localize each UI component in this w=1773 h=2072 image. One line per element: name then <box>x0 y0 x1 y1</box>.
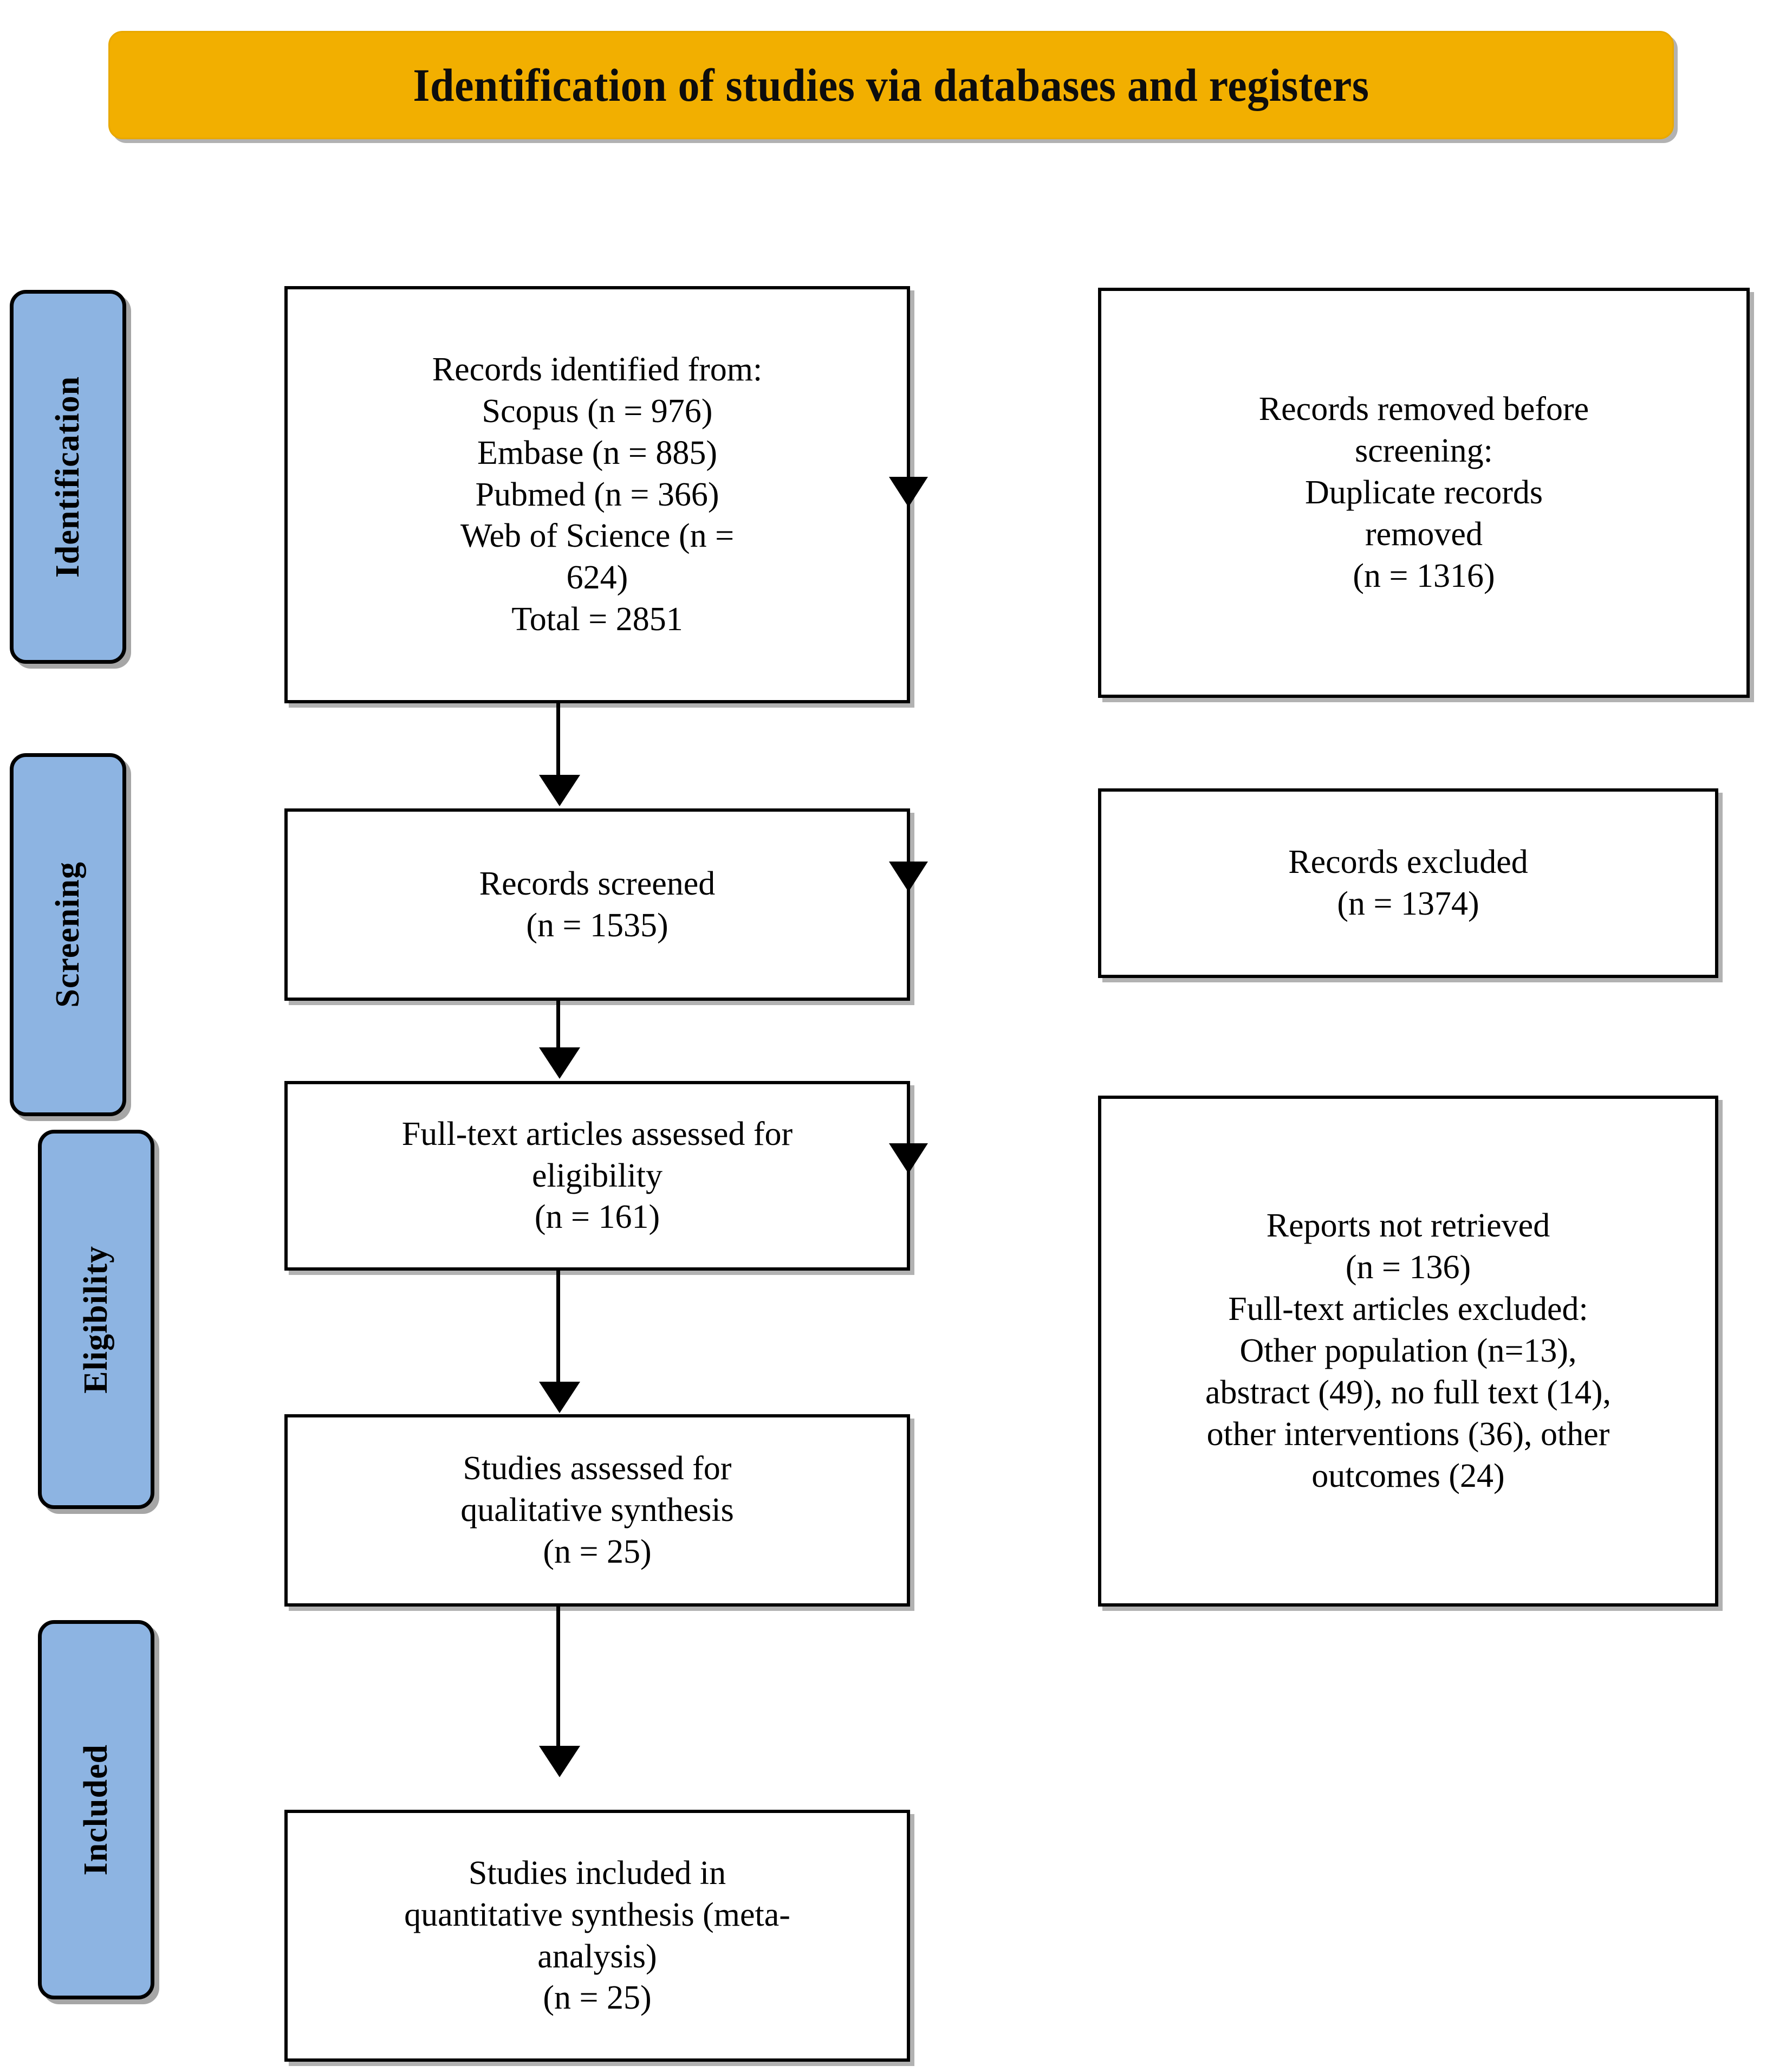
box-fulltext-assessed: Full-text articles assessed for eligibil… <box>284 1081 910 1271</box>
stage-label-screening: Screening <box>49 862 86 1008</box>
connector-screened-fulltext-line <box>556 1001 560 1050</box>
box-qualitative-synthesis: Studies assessed for qualitative synthes… <box>284 1414 910 1607</box>
box-records-excluded-text: Records excluded (n = 1374) <box>1288 844 1528 922</box>
box-quantitative-synthesis: Studies included in quantitative synthes… <box>284 1810 910 2062</box>
box-records-screened-text: Records screened (n = 1535) <box>479 865 716 944</box>
diagram-header-banner: Identification of studies via databases … <box>108 31 1674 139</box>
arrow-screened-to-excluded <box>889 862 928 892</box>
arrow-fulltext-to-notretrieved <box>889 1143 928 1174</box>
box-records-removed-text: Records removed before screening: Duplic… <box>1258 391 1589 594</box>
stage-label-included: Included <box>77 1744 114 1876</box>
connector-fulltext-qualitative-line <box>556 1271 560 1383</box>
box-records-identified: Records identified from: Scopus (n = 976… <box>284 286 910 703</box>
box-fulltext-assessed-text: Full-text articles assessed for eligibil… <box>401 1115 793 1236</box>
connector-qualitative-quantitative-arrow <box>539 1746 580 1777</box>
stage-label-eligibility: Eligibility <box>77 1245 114 1394</box>
box-records-excluded: Records excluded (n = 1374) <box>1098 788 1718 978</box>
box-qualitative-synthesis-text: Studies assessed for qualitative synthes… <box>460 1450 734 1570</box>
stage-pill-included: Included <box>38 1620 154 1999</box>
box-reports-not-retrieved: Reports not retrieved (n = 136) Full-tex… <box>1098 1096 1718 1607</box>
stage-label-identification: Identification <box>49 375 86 578</box>
box-quantitative-synthesis-text: Studies included in quantitative synthes… <box>404 1854 790 2017</box>
box-records-removed: Records removed before screening: Duplic… <box>1098 288 1750 698</box>
box-records-screened: Records screened (n = 1535) <box>284 808 910 1001</box>
stage-pill-eligibility: Eligibility <box>38 1130 154 1509</box>
connector-screened-fulltext-arrow <box>539 1047 580 1079</box>
box-reports-not-retrieved-text: Reports not retrieved (n = 136) Full-tex… <box>1205 1207 1611 1494</box>
connector-qualitative-quantitative-line <box>556 1607 560 1747</box>
stage-pill-screening: Screening <box>10 753 126 1116</box>
arrow-identified-to-removed <box>889 477 928 507</box>
box-records-identified-text: Records identified from: Scopus (n = 976… <box>432 351 763 638</box>
stage-pill-identification: Identification <box>10 290 126 664</box>
connector-fulltext-qualitative-arrow <box>539 1382 580 1413</box>
connector-identified-screened-arrow <box>539 775 580 806</box>
page-title: Identification of studies via databases … <box>413 59 1369 111</box>
connector-identified-screened-line <box>556 703 560 777</box>
